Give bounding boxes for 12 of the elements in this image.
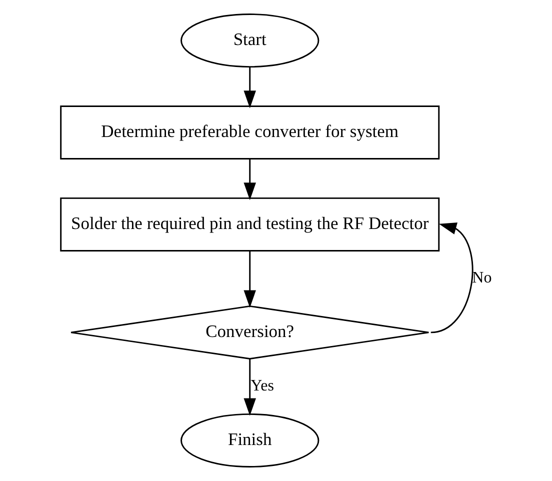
edge-label: Yes <box>250 378 274 395</box>
arrow <box>430 222 473 334</box>
node-box: Determine preferable converter for system <box>60 105 440 160</box>
arrow <box>243 250 256 308</box>
edge-label: No <box>472 270 492 287</box>
arrow <box>243 358 256 416</box>
node-ellipse: Start <box>180 14 319 68</box>
arrow <box>243 159 256 200</box>
node-diamond: Conversion? <box>70 305 429 360</box>
arrow <box>243 67 256 108</box>
node-box: Solder the required pin and testing the RF Detector <box>60 197 440 252</box>
node-ellipse: Finish <box>180 413 319 468</box>
